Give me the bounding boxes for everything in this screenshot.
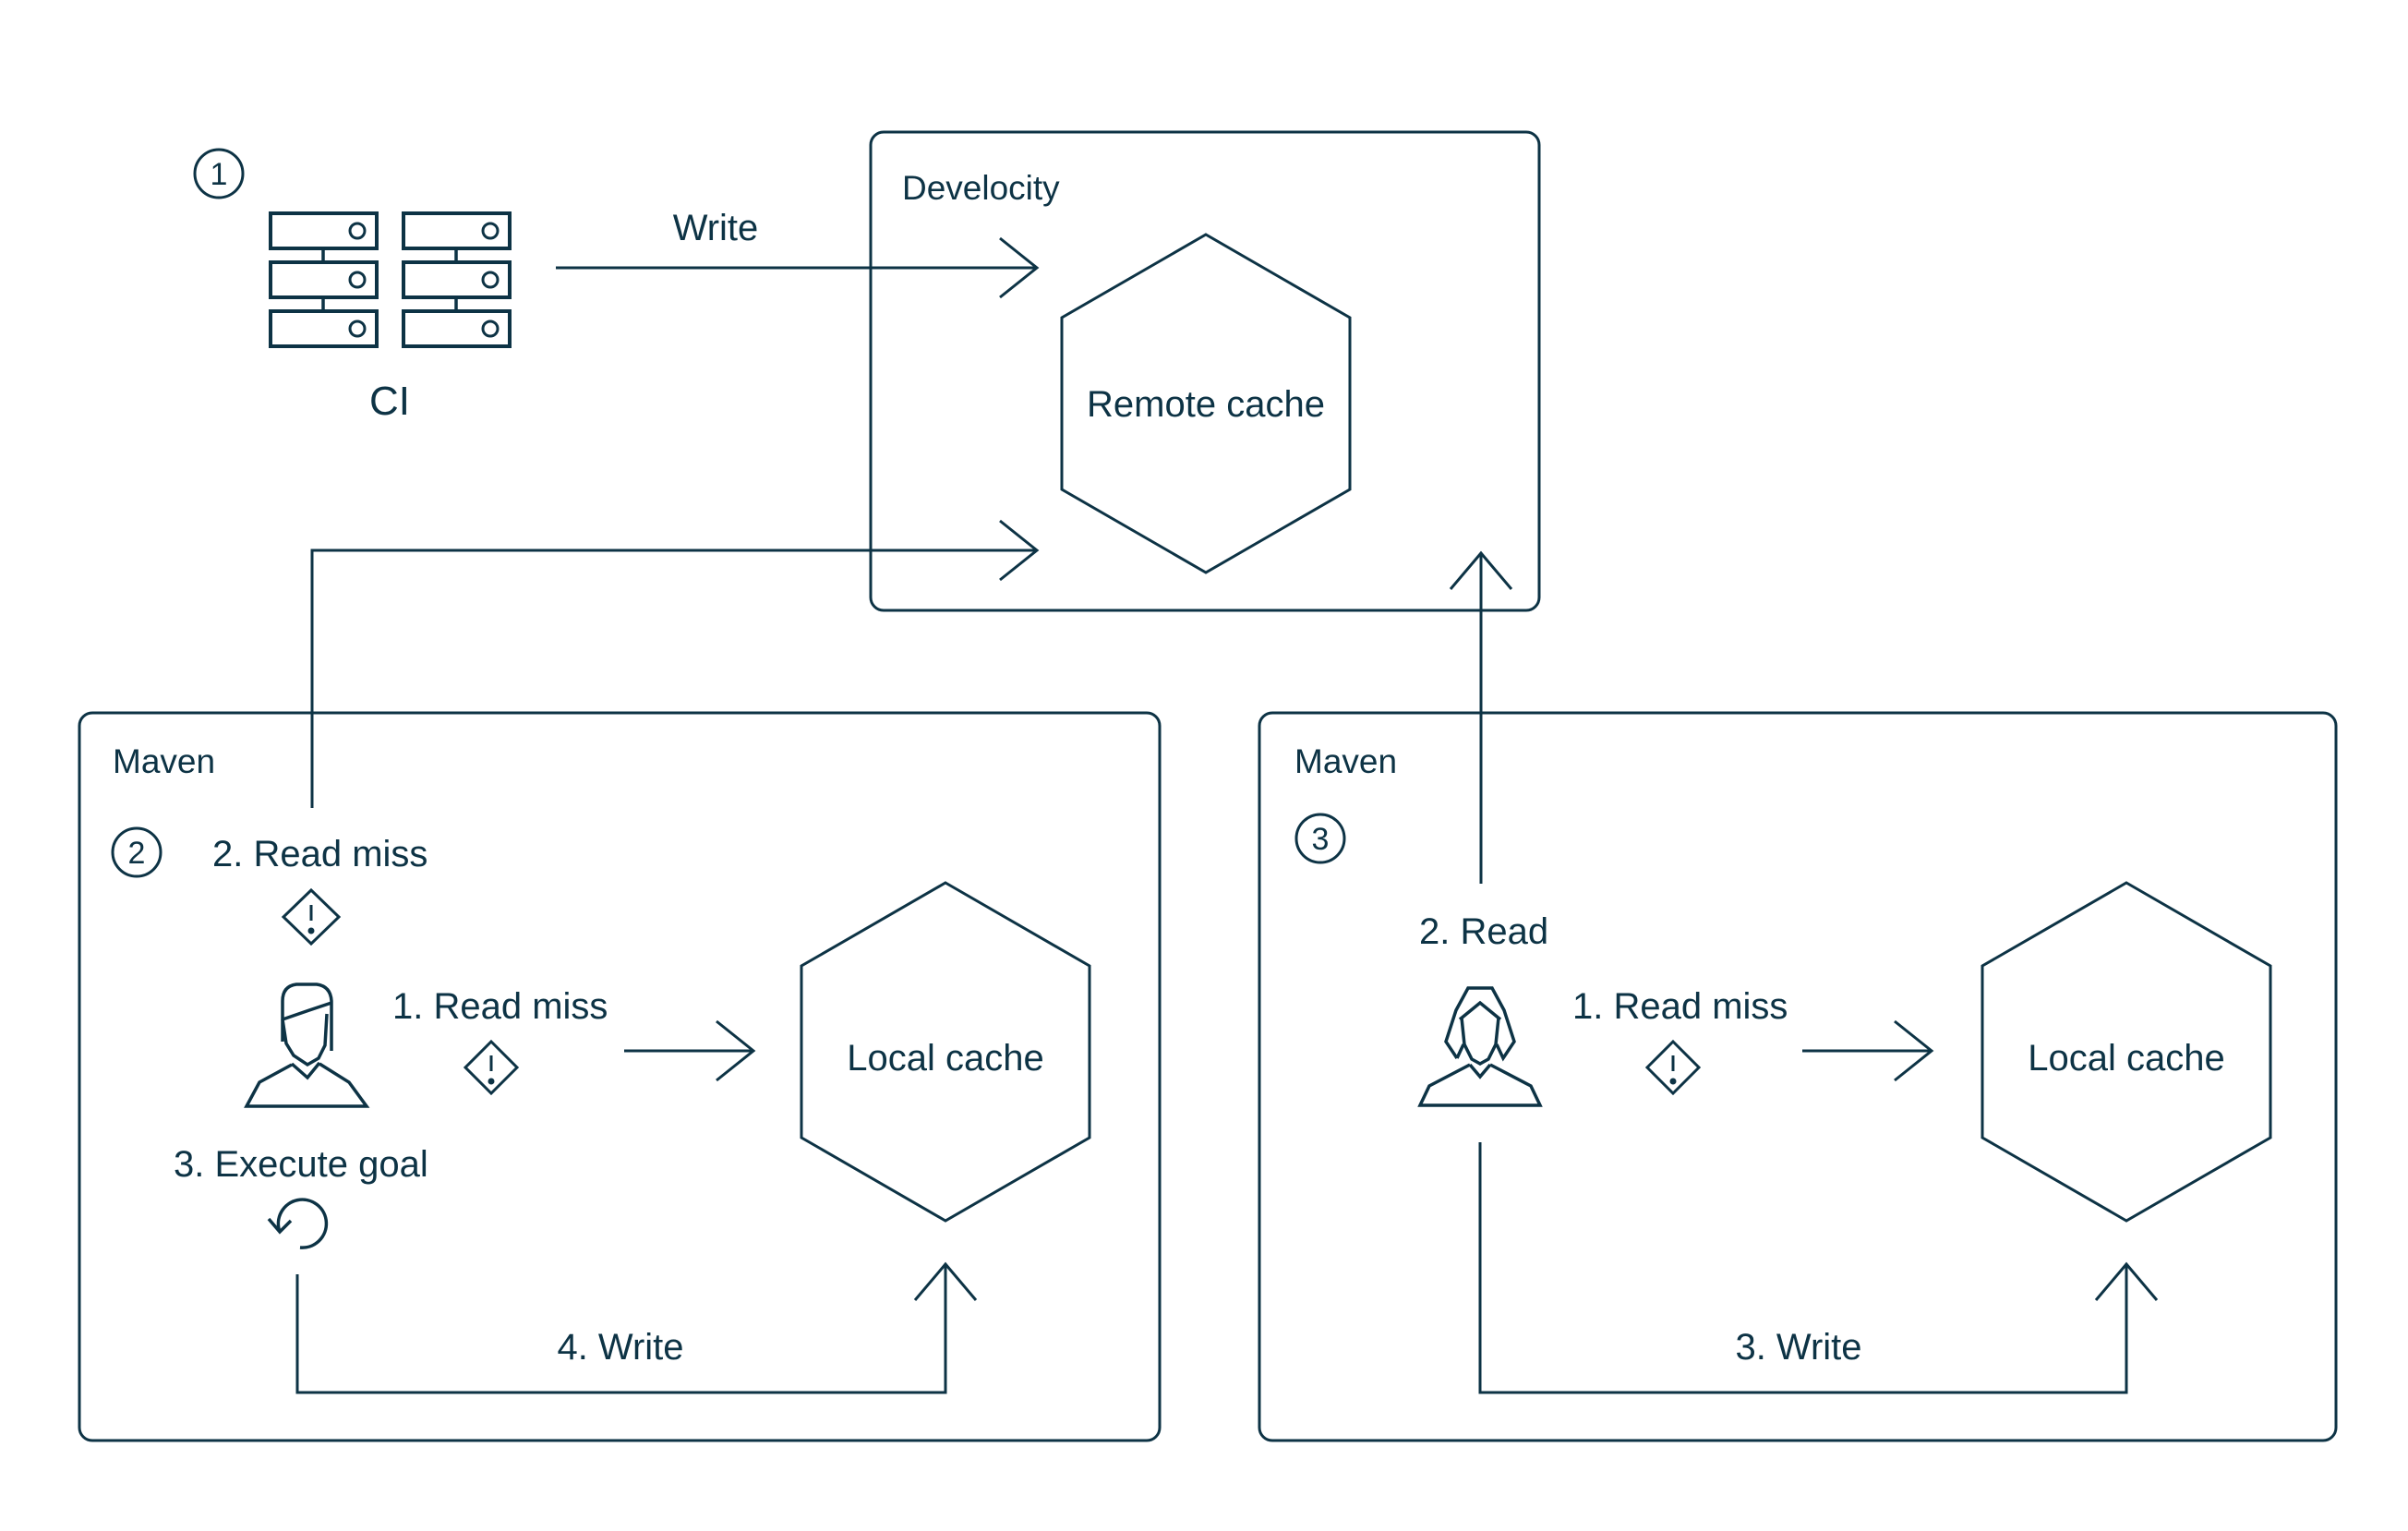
local-cache-label: Local cache: [2028, 1038, 2224, 1079]
develocity-border: [869, 130, 1541, 612]
develocity-label: Develocity: [902, 169, 1060, 207]
maven-right-border: [1258, 711, 2338, 1442]
user-man-icon: [244, 982, 370, 1108]
write-local-path: 4. Write: [295, 1261, 978, 1394]
develocity-box: Develocity Remote cache: [869, 130, 1541, 612]
read-miss-remote-label: 2. Read miss: [212, 834, 427, 874]
ci-write-arrow: Write: [556, 208, 1040, 299]
write-local-label: 4. Write: [557, 1327, 683, 1368]
warning-diamond-icon: [1644, 1039, 1702, 1096]
maven-left-label: Maven: [113, 742, 215, 780]
maven-left-border: [78, 711, 1162, 1442]
arrow-right-icon: [716, 1019, 756, 1082]
local-cache-hexagon: [1981, 881, 2272, 1223]
maven-right-label: Maven: [1294, 742, 1397, 780]
maven-right-to-develocity-arrow: [1449, 550, 1513, 884]
read-miss-local-label: 1. Read miss: [1572, 986, 1788, 1027]
write-local-label: 3. Write: [1735, 1327, 1861, 1368]
maven-box-left: Maven 2 2. Read miss 1. Read miss: [78, 711, 1162, 1442]
arrow-up-icon: [2094, 1261, 2159, 1301]
step-1-number: 1: [211, 157, 228, 192]
maven-left-to-develocity-arrow: [310, 519, 1040, 808]
read-remote-label: 2. Read: [1419, 911, 1548, 952]
remote-cache-label: Remote cache: [1087, 384, 1325, 425]
execute-goal-label: 3. Execute goal: [174, 1144, 428, 1185]
write-local-path: 3. Write: [1478, 1142, 2159, 1394]
step-2-number: 2: [128, 836, 146, 871]
step-3-number: 3: [1312, 822, 1330, 857]
arrow-right-icon: [999, 519, 1040, 582]
ci-group: 1 CI Write: [193, 148, 1040, 424]
arrow-right-icon: [1894, 1019, 1934, 1082]
user-woman-icon: [1417, 986, 1543, 1107]
maven-box-right: Maven 3 2. Read 1. Read miss Local cache: [1258, 711, 2338, 1442]
step-1-badge: [193, 148, 245, 199]
ci-label: CI: [369, 379, 410, 424]
read-miss-local-label: 1. Read miss: [392, 986, 608, 1027]
execute-goal-refresh-icon: [267, 1198, 329, 1249]
read-local-arrow: [624, 1019, 756, 1082]
warning-diamond-icon: [463, 1039, 520, 1096]
local-cache-hexagon: [800, 881, 1091, 1223]
local-cache-label: Local cache: [847, 1038, 1043, 1079]
remote-cache-hexagon: [1060, 233, 1352, 574]
arrow-up-icon: [1449, 550, 1513, 590]
step-2-badge: [111, 826, 163, 878]
ci-servers-icon: [269, 211, 512, 348]
ci-write-label: Write: [673, 208, 759, 248]
warning-diamond-icon: [281, 887, 342, 946]
step-3-badge: [1294, 813, 1346, 864]
arrow-up-icon: [913, 1261, 978, 1301]
read-local-arrow: [1802, 1019, 1934, 1082]
arrow-right-icon: [999, 236, 1040, 299]
